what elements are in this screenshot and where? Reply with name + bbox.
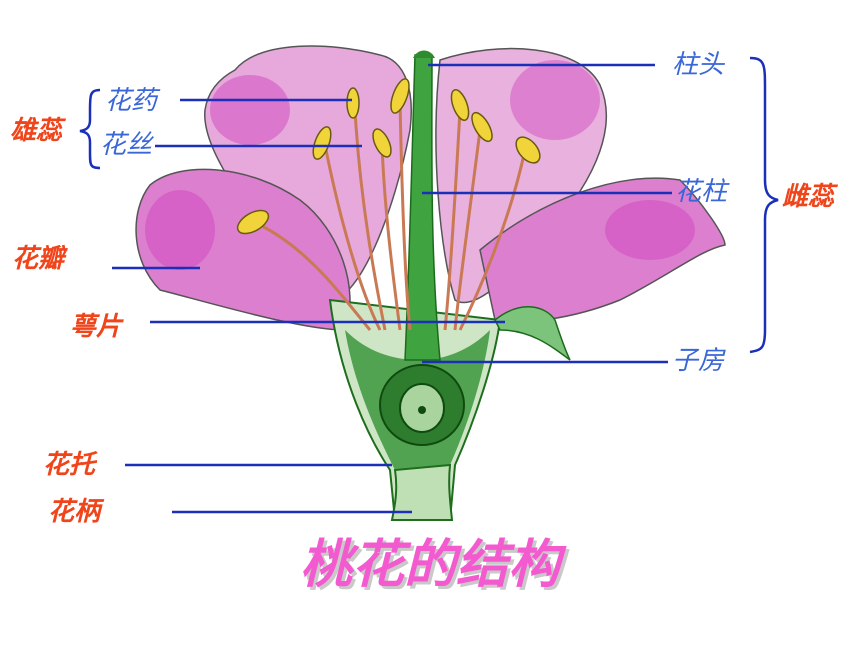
label-anther: 花药 — [105, 86, 158, 116]
label-pistil-group: 雌蕊 — [782, 182, 835, 212]
label-petal: 花瓣 — [12, 244, 65, 274]
label-receptacle: 花托 — [43, 450, 96, 480]
leader-lines — [112, 63, 672, 514]
petals — [135, 45, 726, 331]
stigma-shape — [413, 50, 435, 58]
anthers — [236, 78, 541, 235]
diagram-title: 桃花的结构 — [300, 535, 561, 595]
label-sepal: 萼片 — [70, 312, 123, 342]
label-pedicel: 花柄 — [48, 497, 101, 527]
sepal-shape — [494, 306, 571, 361]
right-brace — [749, 56, 779, 354]
pedicel-shape — [390, 463, 454, 521]
filaments — [259, 99, 527, 331]
label-stigma: 柱头 — [672, 50, 725, 80]
label-filament: 花丝 — [100, 130, 153, 160]
label-ovary: 子房 — [672, 346, 725, 376]
left-brace — [79, 88, 101, 170]
label-style: 花柱 — [675, 177, 728, 207]
style-shape — [404, 54, 441, 361]
label-stamen-group: 雄蕊 — [10, 116, 63, 146]
